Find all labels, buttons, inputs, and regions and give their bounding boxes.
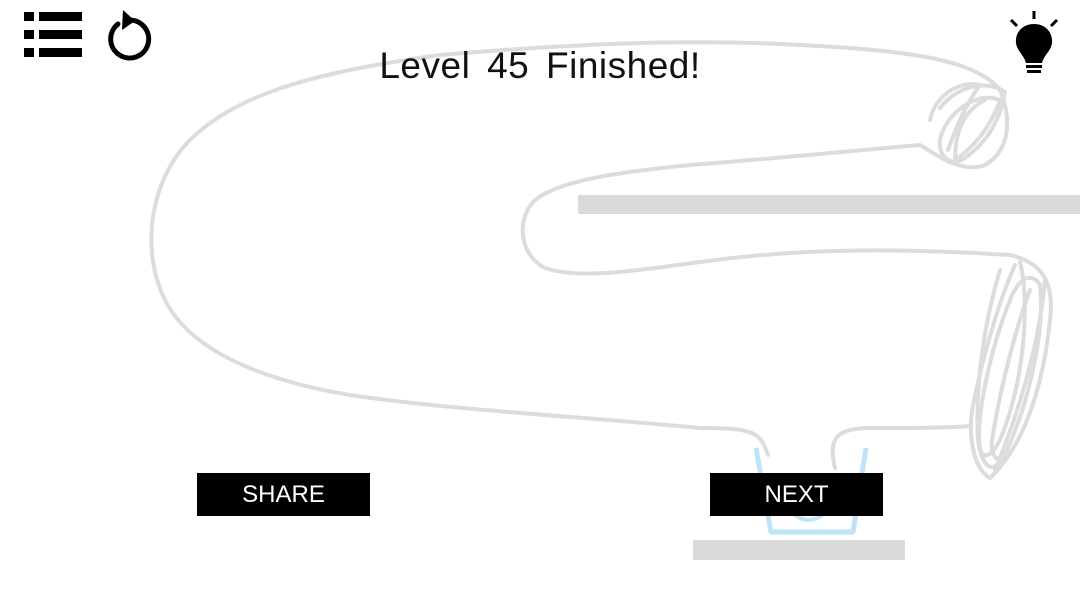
list-icon	[24, 12, 82, 57]
lightbulb-icon	[1009, 11, 1059, 73]
cup-platform	[693, 540, 905, 560]
upper-platform	[578, 195, 1080, 214]
restart-button[interactable]	[104, 10, 154, 62]
hint-button[interactable]	[1005, 8, 1063, 76]
menu-button[interactable]	[22, 10, 84, 60]
level-complete-title: Level 45 Finished!	[379, 45, 701, 86]
share-button[interactable]: SHARE	[197, 473, 370, 516]
restart-icon	[108, 10, 152, 61]
next-level-button[interactable]: NEXT	[710, 473, 883, 516]
drawn-line	[149, 40, 1053, 480]
